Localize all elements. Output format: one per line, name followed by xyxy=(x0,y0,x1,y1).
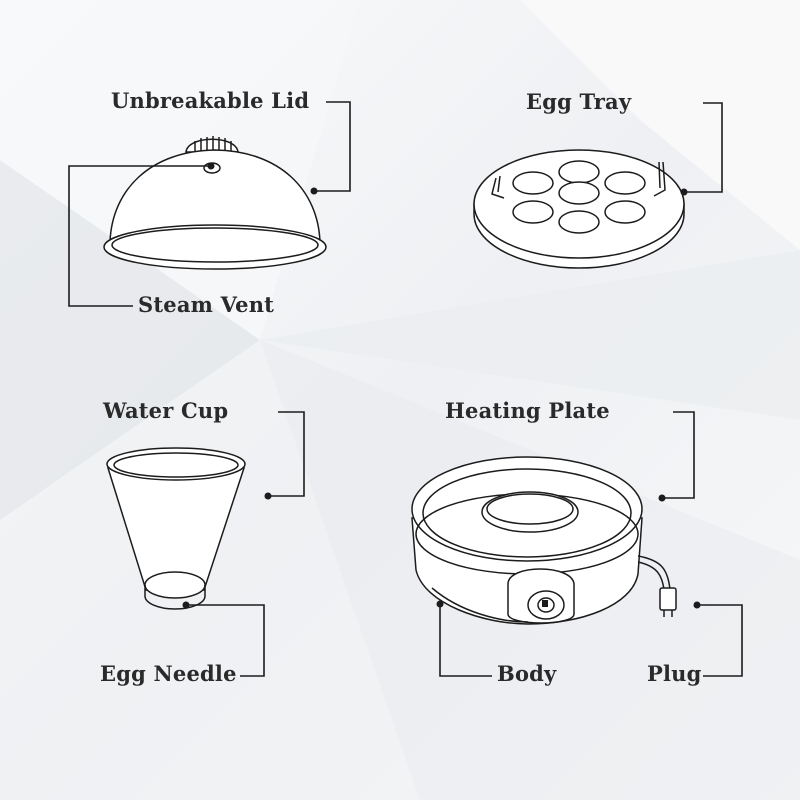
water-cup-drawing xyxy=(106,447,246,610)
label-egg-tray: Egg Tray xyxy=(526,89,632,114)
heating-body-drawing xyxy=(411,456,677,625)
label-steam-vent: Steam Vent xyxy=(138,292,275,317)
label-water-cup: Water Cup xyxy=(103,398,229,423)
label-egg-needle: Egg Needle xyxy=(100,661,237,686)
label-unbreakable-lid: Unbreakable Lid xyxy=(111,88,310,113)
lid-drawing xyxy=(103,136,327,270)
label-body: Body xyxy=(497,661,557,686)
label-heating-plate: Heating Plate xyxy=(445,398,610,423)
leader-lines xyxy=(68,101,743,677)
egg-tray-drawing xyxy=(473,149,685,269)
label-plug: Plug xyxy=(647,661,702,686)
